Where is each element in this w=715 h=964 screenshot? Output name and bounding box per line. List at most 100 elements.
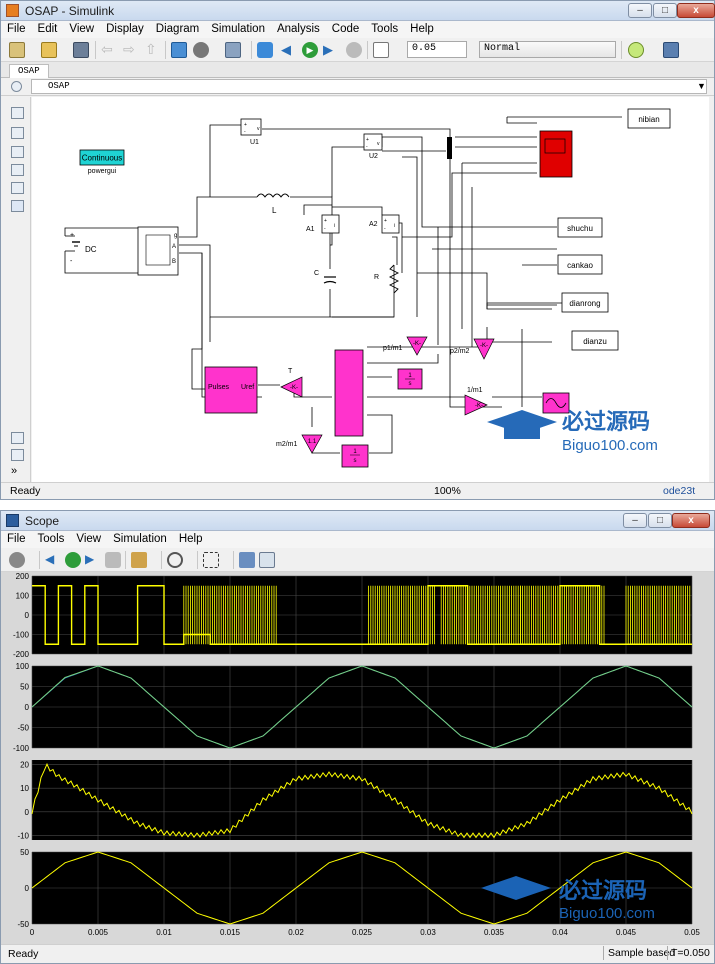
hide-explorer-icon[interactable] xyxy=(11,81,22,92)
scope-step-back-icon[interactable]: ◀ xyxy=(45,552,55,566)
triggers-icon[interactable] xyxy=(239,552,255,568)
scope-minimize-button[interactable]: – xyxy=(623,513,647,528)
menu-simulation[interactable]: Simulation xyxy=(211,23,265,35)
scope-close-button[interactable]: x xyxy=(672,513,710,528)
new-model-icon[interactable] xyxy=(9,42,25,58)
open-folder-icon[interactable] xyxy=(41,42,57,58)
y-tick-label: -50 xyxy=(17,920,29,929)
menu-edit[interactable]: Edit xyxy=(37,23,58,35)
back-arrow-icon[interactable]: ⇦ xyxy=(101,41,113,57)
save-icon[interactable] xyxy=(73,42,89,58)
scope-trace-4 xyxy=(31,851,693,925)
data-inspector-icon[interactable] xyxy=(373,42,389,58)
zoom-icon[interactable] xyxy=(11,107,24,119)
svg-text:dianrong: dianrong xyxy=(569,299,600,308)
scope-menu-help[interactable]: Help xyxy=(178,533,203,545)
simulation-mode-select[interactable]: Normal xyxy=(479,41,616,58)
build-model-icon[interactable] xyxy=(663,42,679,58)
powergui-label: powergui xyxy=(88,168,117,175)
forward-arrow-icon[interactable]: ⇨ xyxy=(123,41,135,57)
menu-analysis[interactable]: Analysis xyxy=(276,23,320,35)
scope-trace-3 xyxy=(31,762,693,839)
zoom-in-icon[interactable] xyxy=(167,552,183,568)
scope-app-icon xyxy=(6,514,19,527)
status-zoom: 100% xyxy=(434,485,461,497)
model-explorer-icon[interactable] xyxy=(225,42,241,58)
menu-display[interactable]: Display xyxy=(106,23,144,35)
area-icon[interactable] xyxy=(11,200,24,212)
library-browser-icon[interactable] xyxy=(171,42,187,58)
scope-maximize-button[interactable]: □ xyxy=(648,513,672,528)
x-tick-label: 0.03 xyxy=(420,928,436,937)
update-diagram-icon[interactable] xyxy=(257,42,273,58)
gain-m2m1 xyxy=(301,434,323,454)
svg-text:-K-: -K- xyxy=(475,403,483,409)
menu-code[interactable]: Code xyxy=(331,23,360,35)
scope-menu-tools[interactable]: Tools xyxy=(37,533,65,545)
breadcrumb[interactable]: OSAP xyxy=(31,79,707,94)
status-solver[interactable]: ode23t xyxy=(663,485,696,497)
maximize-button[interactable]: □ xyxy=(653,3,677,18)
x-tick-label: 0.045 xyxy=(616,928,637,937)
minimize-button[interactable]: – xyxy=(628,3,652,18)
model-canvas[interactable]: Continuous powergui DC + - g A B L + - v… xyxy=(32,97,709,482)
svg-text:s: s xyxy=(354,458,357,464)
autoscale-icon[interactable] xyxy=(203,552,219,568)
property-inspector-icon[interactable] xyxy=(11,449,24,461)
address-bar: OSAP ▼ xyxy=(1,78,714,96)
stop-icon[interactable] xyxy=(346,42,362,58)
svg-text:-: - xyxy=(384,226,386,232)
scope-menu-simulation[interactable]: Simulation xyxy=(113,533,167,545)
x-tick-label: 0 xyxy=(30,928,35,937)
cursor-measurements-icon[interactable] xyxy=(259,552,275,568)
step-back-icon[interactable]: ◀ xyxy=(281,42,291,57)
up-arrow-icon[interactable]: ⇧ xyxy=(145,41,157,57)
svg-text:v: v xyxy=(257,126,260,132)
scope-run-icon[interactable] xyxy=(65,552,81,568)
arrow-tool-icon[interactable] xyxy=(11,146,24,158)
y-tick-label: -100 xyxy=(13,631,30,640)
x-tick-label: 0.01 xyxy=(156,928,172,937)
mux-block xyxy=(447,137,452,159)
menu-view[interactable]: View xyxy=(69,23,95,35)
highlight-block-icon[interactable] xyxy=(131,552,147,568)
expand-palette-icon[interactable]: » xyxy=(11,465,18,477)
model-advisor-icon[interactable] xyxy=(628,42,644,58)
svg-text:-K-: -K- xyxy=(413,341,421,347)
menu-help[interactable]: Help xyxy=(410,23,434,35)
tab-osap[interactable]: OSAP xyxy=(9,64,49,78)
x-tick-label: 0.02 xyxy=(288,928,304,937)
breadcrumb-dropdown-icon[interactable]: ▼ xyxy=(697,81,706,91)
to-workspace-dianrong xyxy=(561,292,609,313)
watermark-url-text: Biguo100.com xyxy=(559,905,655,922)
screenshot-icon[interactable] xyxy=(11,432,24,444)
stop-time-input[interactable]: 0.05 xyxy=(407,41,467,58)
y-tick-label: 0 xyxy=(25,884,30,893)
step-forward-icon[interactable]: ▶ xyxy=(323,42,333,57)
y-tick-label: 100 xyxy=(16,592,30,601)
wire xyxy=(64,251,138,274)
menu-file[interactable]: File xyxy=(7,23,26,35)
fit-view-icon[interactable] xyxy=(11,127,24,139)
x-tick-label: 0.015 xyxy=(220,928,241,937)
annotation-icon[interactable] xyxy=(11,164,24,176)
image-icon[interactable] xyxy=(11,182,24,194)
scope-menu-view[interactable]: View xyxy=(76,533,102,545)
powergui-block xyxy=(79,149,125,166)
menu-diagram[interactable]: Diagram xyxy=(155,23,200,35)
scope-menu-file[interactable]: File xyxy=(7,533,26,545)
watermark-cn-text: 必过源码 xyxy=(562,409,650,434)
x-tick-label: 0.025 xyxy=(352,928,373,937)
scope-stop-icon[interactable] xyxy=(105,552,121,568)
scope-settings-gear-icon[interactable] xyxy=(9,552,25,568)
close-button[interactable]: x xyxy=(677,3,715,18)
model-settings-gear-icon[interactable] xyxy=(193,42,209,58)
voltage-meter-u1 xyxy=(240,118,262,136)
svg-text:cankao: cankao xyxy=(567,261,593,270)
svg-text:T: T xyxy=(288,368,293,375)
run-icon[interactable]: ▶ xyxy=(302,42,318,58)
scope-step-forward-icon[interactable]: ▶ xyxy=(85,552,95,566)
menu-tools[interactable]: Tools xyxy=(371,23,399,35)
